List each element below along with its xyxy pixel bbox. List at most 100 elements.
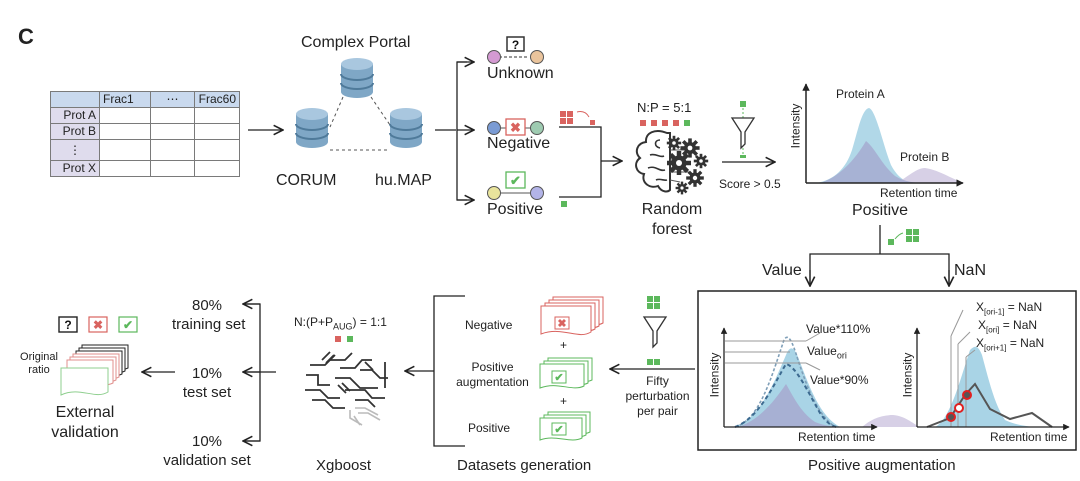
nan-label-base: X — [976, 300, 985, 314]
negative-pair-icon: ✖ — [487, 118, 544, 136]
value-ori-sub: ori — [836, 350, 847, 361]
split-label: training set — [172, 316, 246, 333]
dataset-negative-label: Negative — [465, 318, 513, 332]
table-row-header: Prot X — [50, 160, 100, 177]
augmentation-box — [697, 290, 1077, 451]
svg-text:✔: ✔ — [554, 372, 563, 384]
elution-caption: Positive — [852, 202, 909, 219]
split-test: 10% test set — [172, 364, 242, 402]
external-validation-title: External validation — [45, 403, 125, 443]
split-percent: 10% — [191, 433, 223, 450]
nan-plot-xlabel: Retention time — [990, 430, 1068, 444]
augmentation-caption: Positive augmentation — [808, 457, 956, 474]
database-complex-portal-icon — [340, 57, 374, 99]
dataset-plus-2: + — [560, 394, 568, 408]
nan-augmentation-plot — [913, 309, 1070, 431]
elution-profile-plot — [802, 83, 965, 187]
datasets-bracket — [405, 295, 465, 447]
positive-dataset-stack-icon: ✔ — [539, 411, 591, 441]
nan-label-ori-plus-1: X[ori+1] = NaN — [976, 336, 1044, 352]
protein-b-peak — [895, 168, 965, 183]
xgboost-circuit-brain-icon — [301, 351, 392, 415]
score-threshold-label: Score > 0.5 — [719, 177, 781, 191]
value-ori-label: Valueori — [807, 344, 847, 360]
split-percent: 80% — [191, 297, 223, 314]
table-header-row: Frac1 ⋯ Frac60 — [50, 91, 240, 108]
nan-point-marker — [946, 412, 956, 422]
xgb-ratio-label: N:(P+PAUG) = 1:1 — [294, 315, 387, 331]
ratio-squares-np — [640, 120, 690, 126]
nan-label-ori-minus-1: X[ori-1] = NaN — [976, 300, 1042, 316]
xgboost-brain-stem — [349, 407, 381, 426]
nan-label-base: X — [976, 336, 985, 350]
input-sample-icon — [740, 101, 746, 107]
table-header-cell: Frac1 — [99, 91, 151, 108]
external-dataset-stack-icon — [60, 344, 129, 396]
original-ratio-line2: ratio — [28, 364, 50, 376]
external-class-badges: ? ✖ ✔ — [58, 316, 138, 333]
unknown-pair-icon: ? — [487, 36, 544, 64]
dataset-plus-1: + — [560, 338, 568, 352]
xgboost-title: Xgboost — [316, 457, 372, 474]
split-validation: 10% validation set — [162, 432, 252, 470]
positive-pair-icon: ✔ — [487, 171, 544, 200]
augment-samples-icon — [888, 229, 919, 245]
ratio-square-negative — [335, 336, 341, 342]
positive-sample-icon — [561, 201, 567, 207]
xgb-ratio-suffix: ) = 1:1 — [352, 315, 387, 329]
table-row: Prot B — [50, 123, 240, 140]
value-plot-xlabel: Retention time — [798, 430, 876, 444]
nan-point-marker — [962, 390, 972, 400]
xgb-ratio-prefix: N:(P+P — [294, 315, 334, 329]
nan-label-rest: = NaN — [1004, 300, 1043, 314]
protein-b-label: Protein B — [900, 150, 950, 164]
perturbation-line3: per pair — [637, 404, 678, 418]
protein-a-label: Protein A — [836, 87, 885, 101]
filter-funnel-icon — [731, 117, 755, 149]
class-unknown-label: Unknown — [487, 65, 554, 82]
value-ori-base: Value — [807, 344, 837, 358]
external-title-line1: External — [55, 404, 115, 421]
split-percent: 10% — [191, 365, 223, 382]
svg-text:?: ? — [512, 38, 519, 52]
split-label: validation set — [163, 452, 251, 469]
dataset-aug-line1: Positive — [471, 360, 514, 374]
value-nan-split — [810, 225, 949, 286]
svg-text:✔: ✔ — [554, 424, 563, 436]
perturbation-line1: Fifty — [646, 374, 669, 388]
nan-plot-ylabel: Intensity — [900, 352, 915, 398]
np-ratio-label: N:P = 5:1 — [637, 100, 692, 115]
db-link — [370, 96, 391, 126]
dataset-aug-line2: augmentation — [456, 375, 529, 389]
svg-text:?: ? — [64, 318, 71, 332]
svg-text:✖: ✖ — [93, 318, 103, 332]
branch-nan-label: NaN — [954, 262, 987, 279]
nan-label-rest: = NaN — [999, 318, 1038, 332]
db-corum-label: CORUM — [276, 172, 337, 189]
split-training: 80% training set — [172, 296, 246, 334]
perturbation-funnel-icon — [643, 316, 667, 348]
db-humap-label: hu.MAP — [375, 172, 432, 189]
panel-label: C — [18, 24, 34, 49]
value-plot-ylabel: Intensity — [707, 352, 722, 398]
nan-point-marker — [954, 403, 964, 413]
table-row-header: Prot B — [50, 123, 100, 140]
table-row: Prot X — [50, 160, 240, 177]
nan-label-ori: X[ori] = NaN — [978, 318, 1037, 334]
db-complex-portal-label: Complex Portal — [301, 34, 411, 51]
nan-label-sub: [ori-1] — [984, 307, 1005, 317]
elution-xlabel: Retention time — [880, 186, 958, 200]
database-humap-icon — [389, 107, 423, 149]
elution-ylabel: Intensity — [788, 103, 803, 149]
value-high-label: Value*110% — [806, 322, 871, 336]
external-title-line2: validation — [51, 424, 119, 441]
random-forest-title: Random forest — [637, 200, 707, 240]
database-corum-icon — [295, 107, 329, 149]
original-ratio-label: Original ratio — [14, 351, 64, 377]
negative-dataset-stack-icon: ✖ — [540, 296, 604, 336]
nan-label-sub: [ori] — [986, 325, 1000, 335]
original-ratio-line1: Original — [20, 351, 58, 363]
value-augmentation-plot — [720, 327, 920, 431]
random-forest-title-line2: forest — [651, 221, 692, 238]
perturbation-line2: perturbation — [625, 389, 690, 403]
